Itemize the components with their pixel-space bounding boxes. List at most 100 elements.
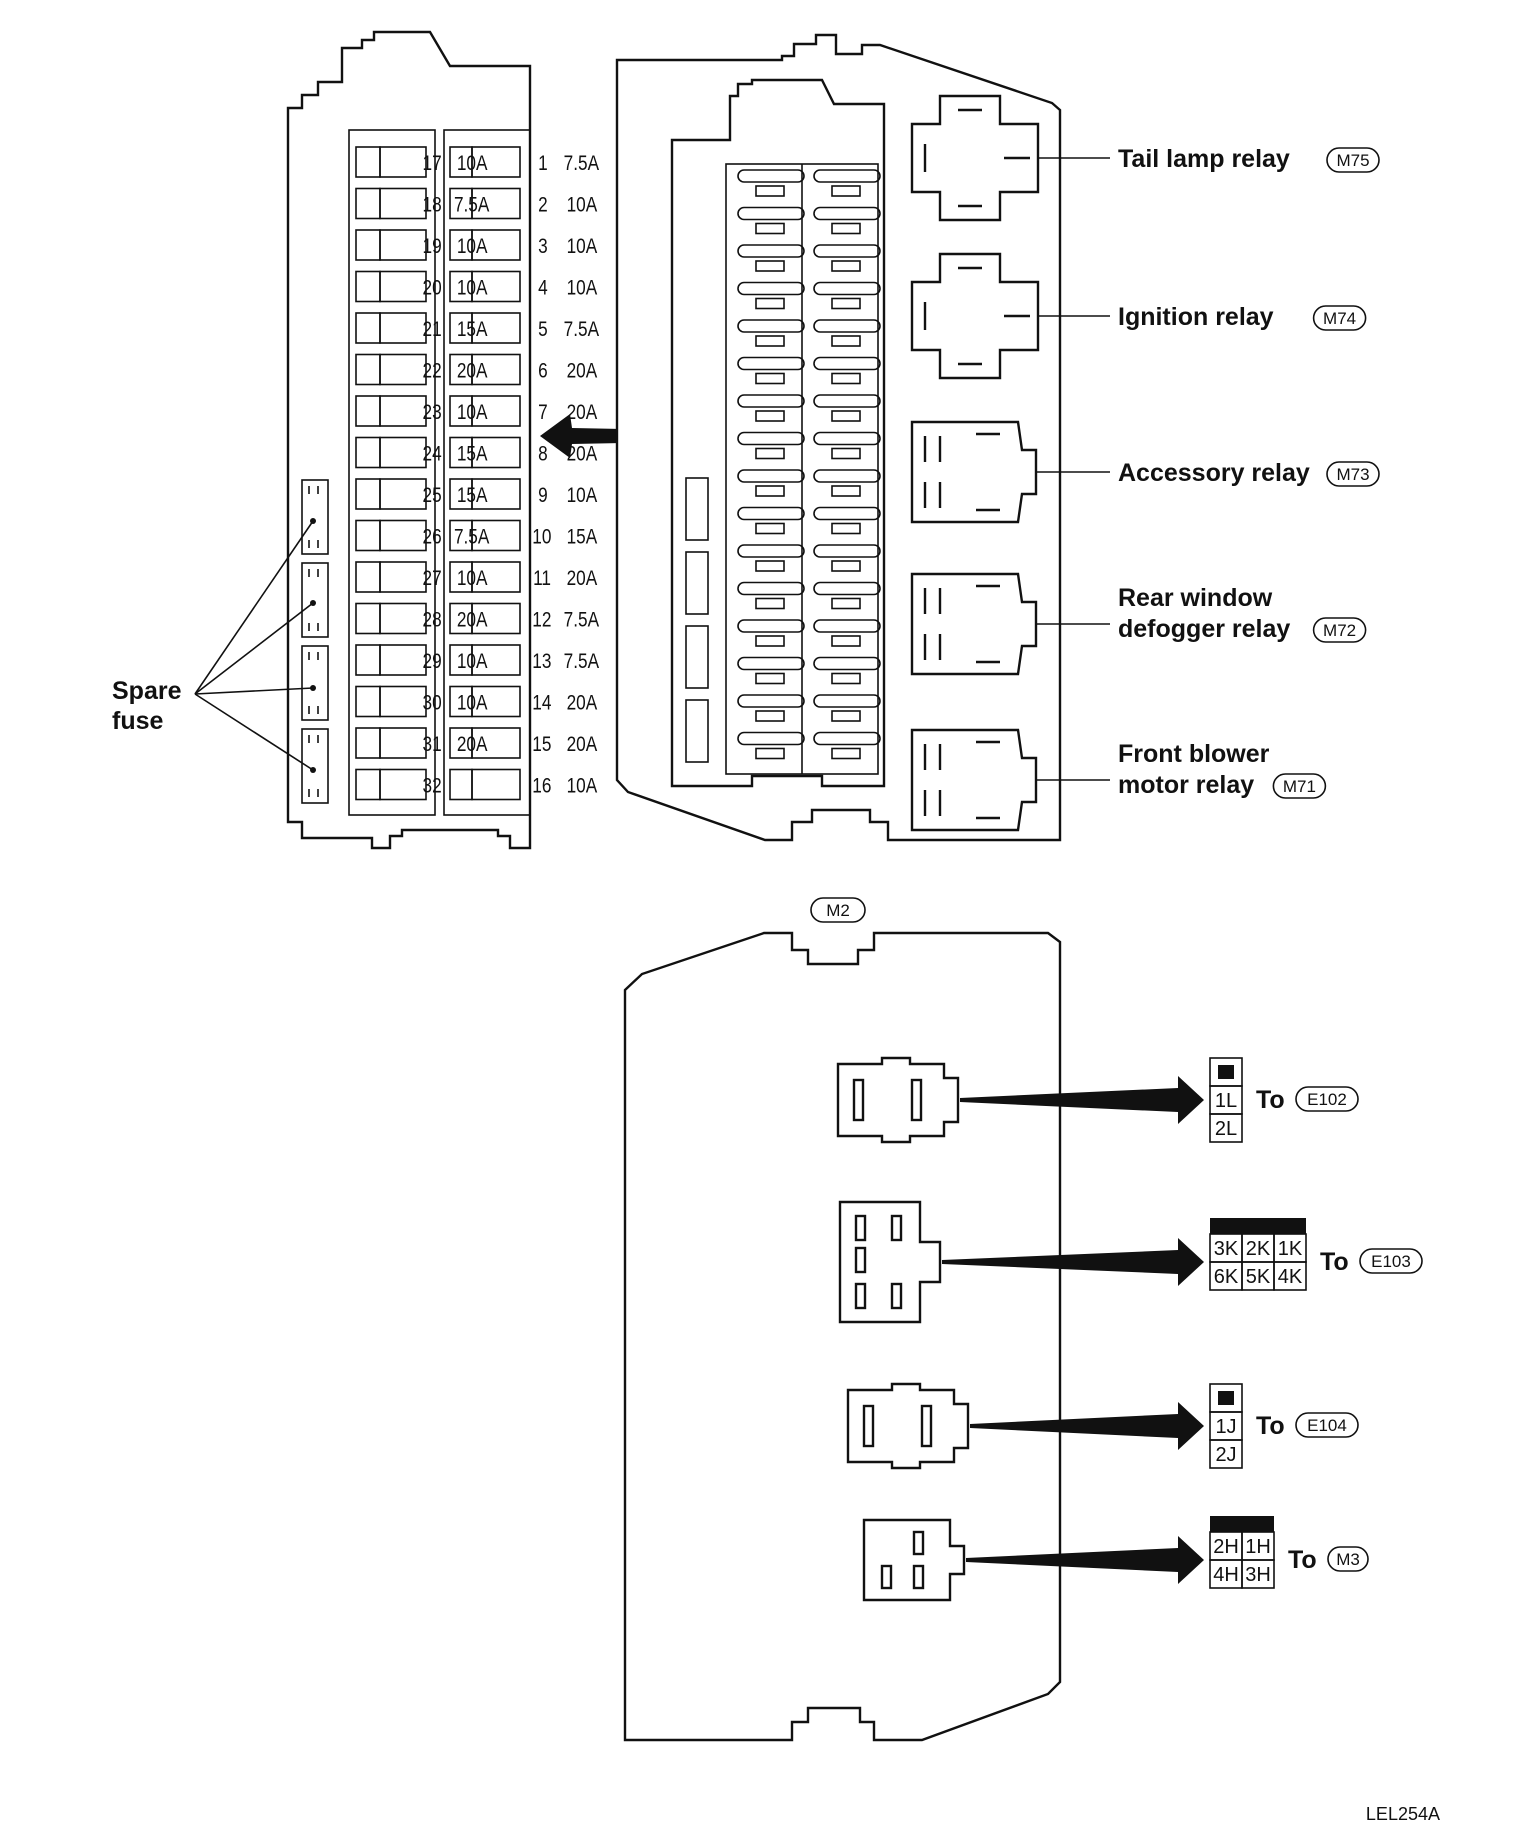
connector-pin: 1L: [1215, 1090, 1237, 1112]
fuse-number: 1: [538, 153, 548, 176]
fuse-rating: 10A: [567, 277, 598, 300]
spare-fuses: [301, 479, 329, 804]
mini-fuse: [737, 506, 805, 535]
fuse-slot: 14 20A: [449, 685, 598, 718]
fuse-number: 5: [538, 319, 548, 342]
fuse-rating: 10A: [567, 194, 598, 217]
mini-spare-fuses: [685, 477, 709, 763]
connector-pin: 3H: [1245, 1564, 1271, 1586]
spare-fuse-label-line2: fuse: [112, 707, 164, 735]
spare-fuse-label-line1: Spare: [112, 677, 182, 705]
mini-spare-fuse: [685, 625, 709, 689]
mini-fuse: [813, 206, 881, 235]
mini-fuse: [737, 731, 805, 760]
fuse-slot: 10 15A: [449, 519, 598, 552]
fuse-rating: 7.5A: [564, 609, 600, 632]
fuse-number: 11: [533, 568, 551, 591]
relay-code: M71: [1283, 777, 1316, 796]
mini-fuse: [813, 731, 881, 760]
mini-fuse: [813, 244, 881, 272]
relay-label: defogger relay: [1118, 615, 1290, 643]
relay-label: motor relay: [1118, 771, 1254, 799]
mini-fuse: [737, 544, 805, 572]
fuse-rating: 10A: [567, 775, 598, 798]
fuse-number: 16: [532, 775, 551, 798]
mini-spare-fuse: [685, 551, 709, 615]
mini-fuse: [813, 356, 881, 385]
mini-fuse: [813, 281, 881, 310]
connector-pin: 6K: [1214, 1266, 1239, 1288]
mini-fuse: [813, 694, 881, 722]
mini-fuse: [813, 169, 881, 197]
detail-arrow: [540, 414, 670, 458]
fuse-number: 2: [538, 194, 548, 217]
connector-pin: 4H: [1213, 1564, 1239, 1586]
connector-to-label: To: [1320, 1248, 1349, 1276]
fuse-rating: 10A: [567, 485, 598, 508]
mini-fuse: [813, 469, 881, 497]
connector-pin: 2H: [1213, 1536, 1239, 1558]
fuse-number: 10: [532, 526, 551, 549]
mini-fuse: [737, 694, 805, 722]
fuse-number: 24: [423, 443, 442, 466]
fuse-number: 9: [538, 485, 548, 508]
mini-fuse: [737, 656, 805, 685]
mini-fuse: [813, 656, 881, 685]
fuse-number: 31: [423, 734, 442, 757]
fuse-number: 29: [423, 651, 442, 674]
fuse-rating: 10A: [567, 236, 598, 259]
mini-fuse-rows: [737, 169, 881, 760]
mini-fuse: [737, 581, 805, 610]
fuse-slot: 2 10A: [449, 187, 598, 220]
fuse-number: 26: [423, 526, 442, 549]
fuse-rating: 7.5A: [564, 319, 600, 342]
spare-fuse: [301, 479, 329, 555]
fuse-rating: 15A: [567, 526, 598, 549]
fuse-number: 19: [423, 236, 442, 259]
mini-fuse: [737, 431, 805, 460]
fuse-rating: 20A: [567, 360, 598, 383]
fuse-number: 32: [423, 775, 442, 798]
connector-to-label: To: [1288, 1546, 1317, 1574]
connector-code: E104: [1307, 1416, 1347, 1435]
fuse-rating: 20A: [567, 734, 598, 757]
mini-fuse: [737, 356, 805, 385]
spare-fuse: [301, 645, 329, 721]
fuse-number: 17: [423, 153, 442, 176]
fuse-number: 25: [423, 485, 442, 508]
fuse-rating: 20A: [567, 692, 598, 715]
connector-code: E103: [1371, 1252, 1411, 1271]
mini-fuse: [737, 619, 805, 647]
fuse-number: 14: [532, 692, 551, 715]
connector-to-label: To: [1256, 1412, 1285, 1440]
relay-code: M74: [1323, 309, 1356, 328]
fuse-number: 4: [538, 277, 548, 300]
fuse-number: 7: [538, 402, 548, 425]
fuse-rating: 20A: [567, 568, 598, 591]
connector-to-label: To: [1256, 1086, 1285, 1114]
fuse-number: 23: [423, 402, 442, 425]
mini-fuse: [813, 394, 881, 422]
connector-code: M3: [1336, 1550, 1360, 1569]
mini-fuse: [813, 581, 881, 610]
mini-fuse: [737, 319, 805, 347]
fuse-slot: 4 10A: [449, 270, 598, 303]
rear-connector-badge: M2: [810, 897, 866, 923]
